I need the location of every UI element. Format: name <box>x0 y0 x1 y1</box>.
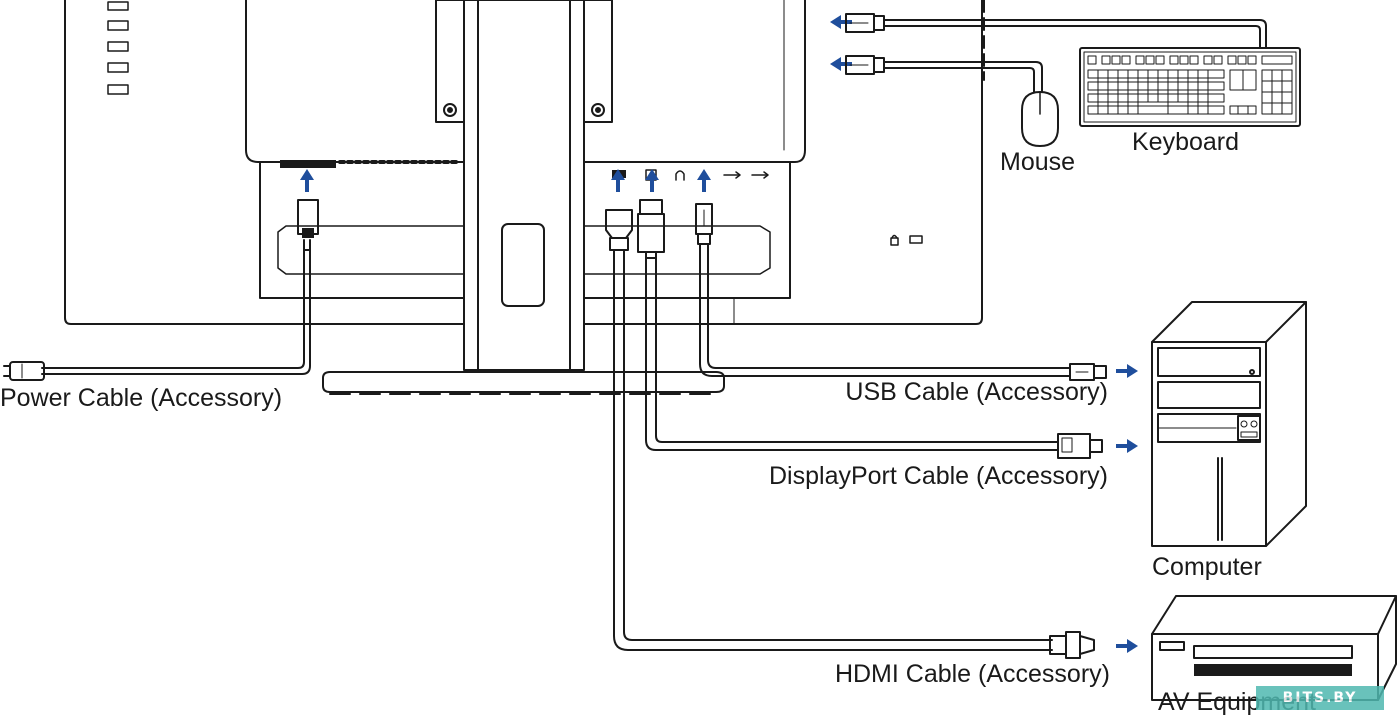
mouse-label: Mouse <box>1000 148 1076 176</box>
lock-icon <box>890 234 899 246</box>
displayport-cable <box>637 199 1139 459</box>
computer-icon <box>1151 301 1307 547</box>
usb-icon <box>751 171 769 179</box>
power-cable-label: Power Cable (Accessory) <box>0 384 283 412</box>
usb-cable-label: USB Cable (Accessory) <box>845 378 1108 406</box>
hdmi-cable-label: HDMI Cable (Accessory) <box>834 660 1110 688</box>
mouse-usb-cable <box>829 55 1043 93</box>
mouse-icon <box>1021 91 1059 147</box>
usb-icon <box>723 171 741 179</box>
power-cable <box>3 199 319 381</box>
displayport-cable-label: DisplayPort Cable (Accessory) <box>769 462 1108 490</box>
port-icons <box>612 169 923 246</box>
usb-arrow-up <box>696 168 712 193</box>
watermark: BITS.BY <box>1256 686 1384 710</box>
av-equipment-icon <box>1151 595 1397 701</box>
keyboard-label: Keyboard <box>1132 128 1240 156</box>
keyboard-usb-cable <box>829 13 1267 49</box>
hdmi-cable <box>605 209 1139 659</box>
keyboard-icon <box>1079 47 1301 127</box>
computer-label: Computer <box>1152 553 1262 581</box>
power-arrow <box>299 168 315 193</box>
usb-cable <box>695 203 1139 381</box>
headphone-icon <box>675 170 685 181</box>
monitor-stand <box>322 0 725 395</box>
